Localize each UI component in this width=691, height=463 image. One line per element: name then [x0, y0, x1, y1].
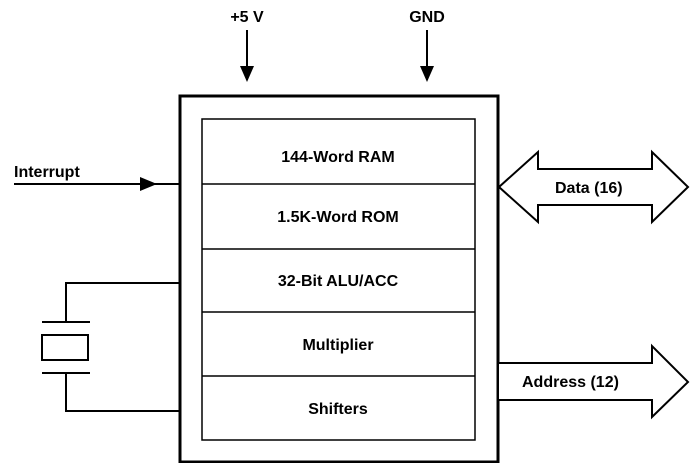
vcc-arrow [240, 30, 254, 82]
gnd-label: GND [409, 9, 445, 26]
vcc-label: +5 V [230, 9, 264, 26]
chip-outer-box [178, 94, 500, 463]
data-bus-arrow [497, 149, 690, 225]
block-shifters-label: Shifters [308, 401, 368, 418]
data-bus-label: Data (16) [555, 180, 623, 197]
gnd-arrow [420, 30, 434, 82]
crystal-oscillator-icon [41, 282, 180, 412]
interrupt-arrow [14, 177, 180, 191]
address-bus-label: Address (12) [522, 374, 619, 391]
block-alu-label: 32-Bit ALU/ACC [278, 273, 399, 290]
block-rom-label: 1.5K-Word ROM [277, 209, 398, 226]
chip-inner-box [201, 118, 476, 441]
block-multiplier-label: Multiplier [302, 337, 373, 354]
interrupt-label: Interrupt [14, 164, 80, 181]
block-ram-label: 144-Word RAM [281, 149, 395, 166]
address-bus-arrow [497, 343, 690, 420]
